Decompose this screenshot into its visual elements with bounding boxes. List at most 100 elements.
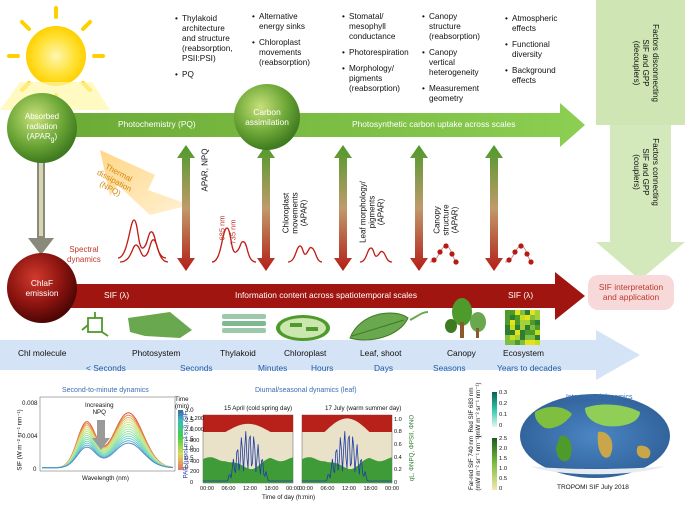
panel1-spectra <box>42 412 174 469</box>
ecosystem-cell <box>535 340 540 345</box>
ecosystem-cell <box>530 325 535 330</box>
p2-ytick-left: 1,200 <box>190 416 204 423</box>
phi-psii-area <box>302 457 392 483</box>
ecosystem-cell <box>520 310 525 315</box>
ecosystem-cell <box>505 325 510 330</box>
ecosystem-cell <box>510 330 515 335</box>
colorbar-step <box>178 455 183 458</box>
ecosystem-cell <box>530 315 535 320</box>
panel1-cbar-title: Time (min) <box>175 396 190 410</box>
phi-psii-area <box>203 457 293 483</box>
ecosystem-cell <box>505 340 510 345</box>
ecosystem-cell <box>535 320 540 325</box>
icon-label-canopy: Canopy <box>447 348 476 358</box>
time-years: Years to decades <box>497 363 562 373</box>
cbar-tick: 2.5 <box>185 416 194 424</box>
couplers-down-arrow <box>596 215 685 280</box>
decouplers-label: Factors disconnecting SIF and GPP (decou… <box>632 24 660 102</box>
icon-label-photosystem: Photosystem <box>132 348 181 358</box>
panel1-ylabel: SIF (W m⁻² sr⁻¹ nm⁻¹) <box>16 409 24 471</box>
red-cbar-tick: 0.3 <box>499 390 508 396</box>
panel1-ytick-0: 0 <box>33 466 37 473</box>
cbar-tick: 0.5 <box>185 454 194 462</box>
panel1-colorbar <box>178 410 183 470</box>
colorbar-step <box>178 428 183 431</box>
canopy-spectrum <box>429 243 534 265</box>
chlaf-emission-label: ChlaF emission <box>25 278 59 298</box>
ecosystem-cell <box>515 330 520 335</box>
ecosystem-cell <box>505 330 510 335</box>
ecosystem-cell <box>510 325 515 330</box>
p2-ytick-right: 0.6 <box>394 441 402 448</box>
colorbar-step <box>178 458 183 461</box>
colorbar-step <box>178 437 183 440</box>
apar-npq-label: APAR, NPQ <box>200 148 210 192</box>
thermal-arrow <box>100 150 190 215</box>
panel2-title: Diurnal/seasonal dynamics (leaf) <box>255 387 357 394</box>
icon-label-chl: Chl molecule <box>18 348 67 358</box>
ecosystem-cell <box>535 310 540 315</box>
far-cbar-tick: 1.0 <box>499 466 508 472</box>
panel3-title: Interannual dynamics <box>566 394 633 401</box>
colorbar-step <box>178 449 183 452</box>
panel2-ylabel-left: PAR (μmol m⁻² s⁻¹), SIF <box>182 411 190 479</box>
list-canopy: •Canopy structure (reabsorption) •Canopy… <box>422 12 480 103</box>
red-cbar-tick: 0 <box>499 423 503 429</box>
ecosystem-cell <box>510 340 515 345</box>
panel2-xlabel: Time of day (h:min) <box>262 494 316 501</box>
p2-xtick-right: 06:00 <box>320 486 335 492</box>
p2-ytick-left: 200 <box>190 469 200 476</box>
colorbar-step <box>178 413 183 416</box>
carbon-assimilation-label: Carbon assimilation <box>245 107 289 127</box>
colorbar-step <box>178 446 183 449</box>
p2-xtick-left: 06:00 <box>221 486 236 492</box>
ecosystem-cell <box>530 335 535 340</box>
photosystem-icon <box>128 312 192 338</box>
panel2-left-plot <box>203 415 293 483</box>
time-days: Days <box>374 363 394 373</box>
p2-ytick-right: 0.2 <box>394 467 402 474</box>
canopy-icon <box>445 298 486 338</box>
uptake-label: Photosynthetic carbon uptake across scal… <box>352 119 516 129</box>
par-line <box>203 431 293 482</box>
red-cbar-tick: 0.2 <box>499 401 508 407</box>
ecosystem-cell <box>530 340 535 345</box>
ecosystem-cell <box>515 315 520 320</box>
chl-molecule-icon <box>81 312 109 337</box>
p2-ytick-right: 0.4 <box>394 454 402 461</box>
ecosystem-cell <box>510 335 515 340</box>
p2-ytick-right: 1.0 <box>394 416 402 423</box>
p2-ytick-right: 0.8 <box>394 429 402 436</box>
ecosystem-cell <box>535 325 540 330</box>
p2-ytick-left: 800 <box>190 437 200 444</box>
sif-left-label: SIF (λ) <box>104 290 130 300</box>
panel2-left-sub: 15 April (cold spring day) <box>224 405 293 412</box>
chloroplast-vlabel: Chloroplast movements (APAR) <box>281 192 309 234</box>
colorbar-step <box>178 410 183 413</box>
icon-label-thylakoid: Thylakoid <box>220 348 256 358</box>
map-caption: TROPOMI SIF July 2018 <box>557 484 629 491</box>
ecosystem-cell <box>525 320 530 325</box>
p2-xtick-right: 00:00 <box>385 486 399 492</box>
colorbar-step <box>178 431 183 434</box>
p2-xtick-left: 00:00 <box>200 486 214 492</box>
timescale-band <box>0 330 640 380</box>
p2-xtick-left: 12:00 <box>243 486 257 492</box>
couplers-label: Factors connecting SIF and GPP (couplers… <box>632 138 660 206</box>
cbar-tick: 3.0 <box>185 407 194 414</box>
ecosystem-cell <box>535 330 540 335</box>
panel2-right-plot <box>302 415 392 483</box>
far-cbar-tick: 2.5 <box>499 436 508 442</box>
cbar-tick: 2.0 <box>185 426 194 433</box>
ecosystem-cell <box>530 310 535 315</box>
list-stomatal: •Stomatal/ mesophyll conductance •Photor… <box>342 12 409 93</box>
sif-output-label: SIF interpretation and application <box>598 282 664 302</box>
p2-xtick-right: 18:00 <box>363 486 378 492</box>
chloroplast-icon <box>276 315 330 341</box>
ecosystem-cell <box>525 325 530 330</box>
ecosystem-cell <box>525 310 530 315</box>
ecosystem-cell <box>525 340 530 345</box>
canopy-vlabel: Canopy structure (APAR) <box>432 204 460 236</box>
panel1-ytick-2: 0.008 <box>22 400 38 407</box>
